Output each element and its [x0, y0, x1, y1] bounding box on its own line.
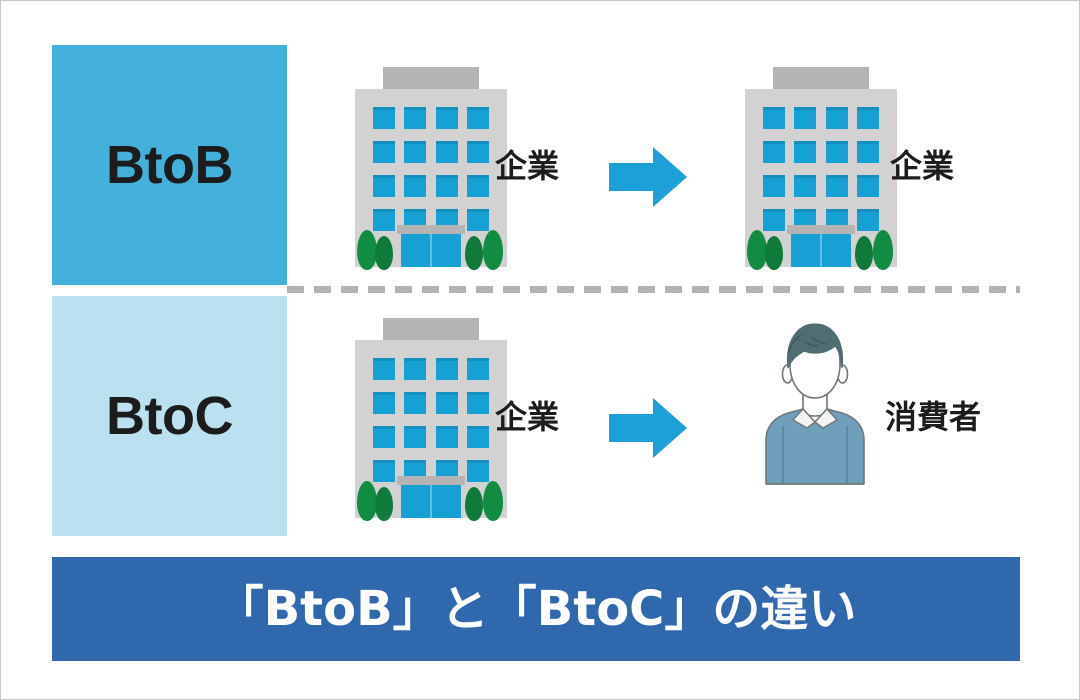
building-window — [794, 175, 817, 197]
building-window — [373, 358, 395, 380]
bush-icon — [357, 230, 377, 270]
diagram-row-btoc: 企業 — [287, 296, 1020, 536]
building-window — [404, 358, 427, 380]
title-banner: 「BtoB」と「BtoC」の違い — [52, 557, 1020, 661]
building-window — [825, 107, 848, 129]
building-window — [435, 175, 458, 197]
building-awning — [397, 225, 465, 234]
building-window — [763, 107, 785, 129]
office-building-icon — [347, 318, 515, 521]
building-windows — [373, 358, 489, 482]
bush-icon — [855, 236, 873, 270]
building-window — [404, 141, 427, 163]
person-consumer-icon — [757, 314, 873, 486]
building-window — [856, 141, 879, 163]
category-panel-btob: BtoB — [52, 45, 287, 285]
bush-icon — [483, 230, 503, 270]
building-window — [466, 141, 489, 163]
building-window — [794, 107, 817, 129]
bush-icon — [357, 481, 377, 521]
bush-icon — [465, 487, 483, 521]
building-window — [435, 358, 458, 380]
building-window — [825, 175, 848, 197]
building-window — [466, 392, 489, 414]
bush-icon — [483, 481, 503, 521]
building-window — [466, 426, 489, 448]
building-window — [435, 141, 458, 163]
building-window — [763, 141, 785, 163]
building-windows — [373, 107, 489, 231]
building-window — [373, 209, 395, 231]
building-window — [373, 175, 395, 197]
category-label-btoc: BtoC — [106, 386, 233, 446]
building-window — [763, 209, 785, 231]
building-window — [373, 460, 395, 482]
building-window — [825, 141, 848, 163]
building-window — [435, 107, 458, 129]
right-arrow-icon — [609, 396, 687, 460]
building-window — [373, 426, 395, 448]
target-label-btob: 企業 — [890, 147, 955, 185]
banner-title: 「BtoB」と「BtoC」の違い — [215, 581, 857, 637]
bush-icon — [375, 487, 393, 521]
building-window — [466, 175, 489, 197]
building-entrance — [401, 485, 461, 518]
building-window — [373, 141, 395, 163]
source-label-btoc: 企業 — [495, 398, 560, 436]
building-entrance — [791, 234, 851, 267]
building-window — [404, 175, 427, 197]
bush-icon — [873, 230, 893, 270]
building-window — [794, 141, 817, 163]
bush-icon — [747, 230, 767, 270]
building-window — [856, 107, 879, 129]
building-window — [466, 209, 489, 231]
target-label-btoc: 消費者 — [885, 398, 982, 436]
building-roof — [383, 318, 479, 340]
building-window — [856, 209, 879, 231]
bush-icon — [765, 236, 783, 270]
office-building-icon — [737, 67, 905, 270]
building-window — [856, 175, 879, 197]
diagram-row-btob: 企業 — [287, 45, 1020, 285]
building-window — [435, 392, 458, 414]
building-roof — [773, 67, 869, 89]
building-entrance — [401, 234, 461, 267]
building-window — [373, 107, 395, 129]
building-window — [373, 392, 395, 414]
building-roof — [383, 67, 479, 89]
building-window — [466, 358, 489, 380]
category-panel-btoc: BtoC — [52, 296, 287, 536]
building-window — [763, 175, 785, 197]
building-window — [466, 107, 489, 129]
bush-icon — [465, 236, 483, 270]
office-building-icon — [347, 67, 515, 270]
building-window — [404, 392, 427, 414]
category-label-btob: BtoB — [106, 135, 233, 195]
dashed-divider — [287, 286, 1020, 293]
building-window — [404, 426, 427, 448]
building-awning — [397, 476, 465, 485]
bush-icon — [375, 236, 393, 270]
building-window — [435, 426, 458, 448]
building-window — [404, 107, 427, 129]
right-arrow-icon — [609, 145, 687, 209]
source-label-btob: 企業 — [495, 147, 560, 185]
building-awning — [787, 225, 855, 234]
building-windows — [763, 107, 879, 231]
building-window — [466, 460, 489, 482]
